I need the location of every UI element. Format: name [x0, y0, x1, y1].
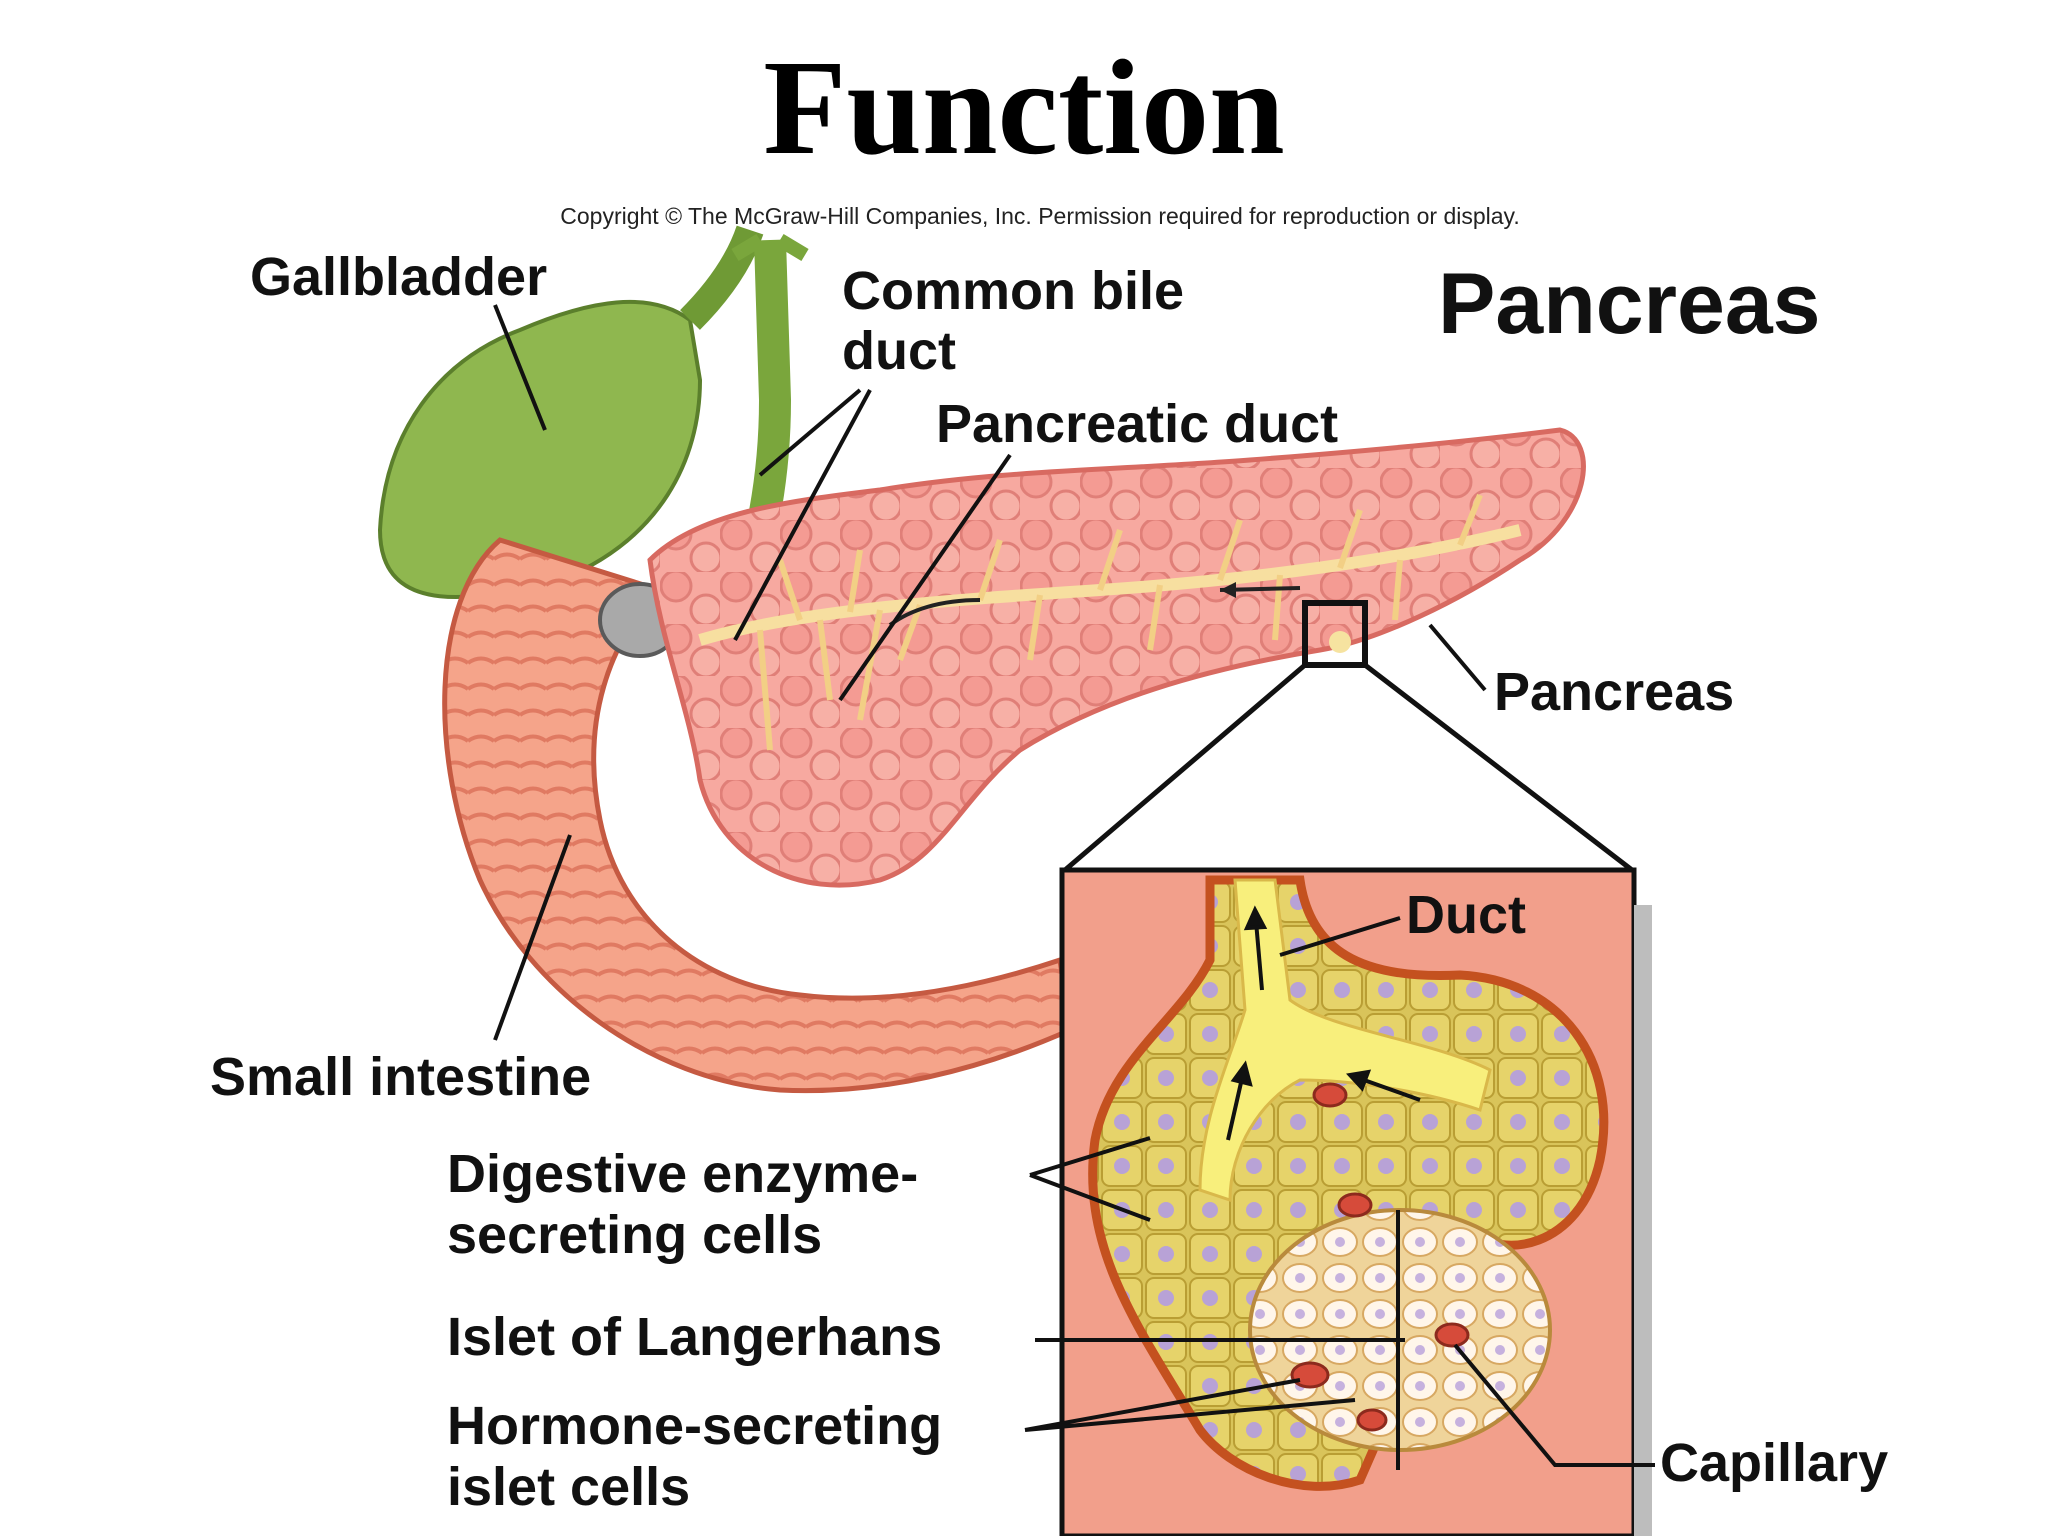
label-capillary: Capillary [1660, 1433, 1889, 1493]
figure-heading: Pancreas [1438, 256, 1821, 352]
slide-title: Function [763, 33, 1285, 183]
leader-islet [1035, 1210, 1405, 1470]
small-intestine-shape [442, 537, 1073, 1094]
leader-bile-duct-a [758, 388, 862, 477]
copyright-notice: Copyright © The McGraw-Hill Companies, I… [560, 203, 1520, 229]
label-common-bile-duct-line1: Common bile [842, 261, 1185, 321]
leader-duct [1279, 916, 1401, 957]
leader-pancreatic-duct [838, 453, 1012, 702]
leader-bile-duct-b [733, 389, 872, 641]
label-hormone-cells-line2: islet cells [447, 1457, 691, 1517]
leader-gallbladder [493, 304, 547, 431]
label-small-intestine: Small intestine [210, 1047, 592, 1107]
leader-hormone-cells [1024, 1378, 1356, 1432]
label-common-bile-duct-line2: duct [842, 321, 956, 381]
label-digestive-cells-line1: Digestive enzyme- [447, 1144, 919, 1204]
label-duct: Duct [1406, 885, 1526, 945]
label-gallbladder: Gallbladder [250, 247, 548, 307]
label-pancreas: Pancreas [1494, 662, 1735, 722]
leader-capillary [1453, 1343, 1655, 1467]
leader-pancreas [1428, 623, 1487, 692]
magnification-box [1302, 600, 1368, 668]
label-hormone-cells-line1: Hormone-secreting [447, 1396, 943, 1456]
leader-small-intestine [493, 834, 572, 1041]
label-islet-of-langerhans: Islet of Langerhans [447, 1307, 943, 1367]
label-digestive-cells-line2: secreting cells [447, 1205, 823, 1265]
pancreas-shape [647, 427, 1586, 888]
leader-digestive-cells [1029, 1136, 1151, 1222]
label-pancreatic-duct: Pancreatic duct [936, 394, 1339, 454]
gallbladder-shape [377, 299, 703, 600]
